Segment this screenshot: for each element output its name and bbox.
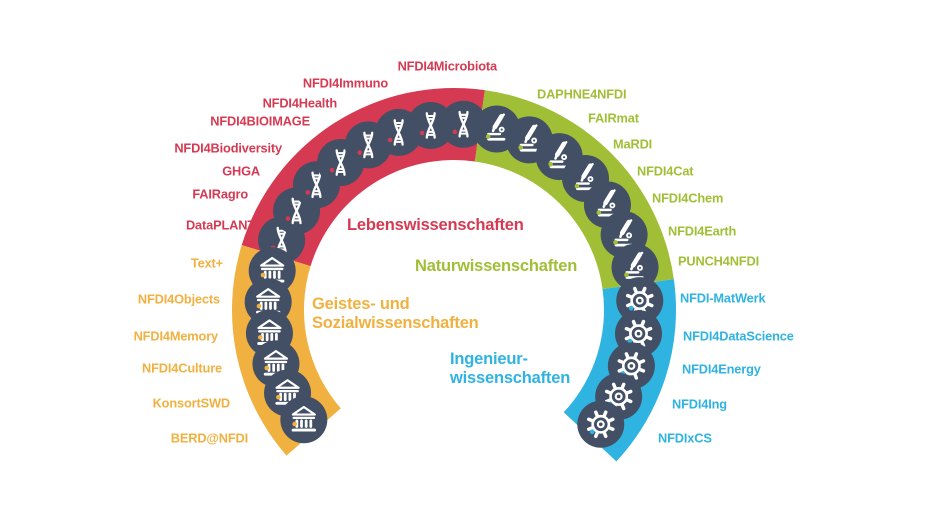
dna-icon: [393, 119, 404, 146]
accent-dot: [257, 335, 263, 340]
consortium-label-nfdi4immuno: NFDI4Immuno: [302, 75, 388, 91]
consortium-label-nfdixcs: NFDIxCS: [658, 430, 712, 446]
dna-icon: [335, 149, 346, 176]
gear-icon: [624, 319, 653, 348]
gear-icon: [604, 382, 633, 411]
bank-icon: [291, 405, 317, 432]
consortium-label-nfdi4energy: NFDI4Energy: [682, 361, 761, 377]
accent-dot: [452, 129, 458, 135]
consortium-label-konsortswd: KonsortSWD: [152, 395, 231, 411]
accent-dot: [518, 145, 523, 150]
consortium-label-nfdi4biodiversity: NFDI4Biodiversity: [174, 140, 282, 156]
accent-dot: [329, 167, 335, 173]
microscope-icon: [487, 113, 506, 141]
accent-dot: [387, 137, 393, 143]
consortium-label-ghga: GHGA: [222, 163, 260, 179]
segment-title-geistes: Geistes- und Sozialwissenschaften: [312, 295, 479, 332]
accent-dot: [596, 210, 602, 215]
accent-dot: [613, 240, 618, 245]
consortium-label-nfdi4health: NFDI4Health: [262, 95, 338, 111]
dna-icon: [425, 112, 436, 139]
microscope-icon: [575, 162, 595, 191]
accent-dot: [628, 305, 634, 311]
consortium-label-fairagro: FAIRagro: [192, 186, 248, 202]
accent-dot: [264, 365, 270, 371]
consortium-icon-nfdi4immuno: [407, 101, 455, 149]
accent-dot: [357, 150, 362, 155]
accent-dot: [574, 183, 580, 189]
gear-icon: [586, 410, 615, 439]
microscope-icon: [519, 124, 538, 152]
segment-title-leben: Lebenswissenschaften: [347, 216, 524, 234]
consortium-label-mardi: MaRDI: [613, 136, 653, 152]
consortium-label-punch4nfdi: PUNCH4NFDI: [678, 253, 759, 269]
accent-dot: [419, 130, 425, 136]
icon-circle: [616, 277, 664, 325]
consortium-label-nfdi4ing: NFDI4Ing: [672, 396, 727, 412]
accent-dot: [627, 338, 633, 344]
accent-dot: [292, 421, 297, 427]
consortium-label-nfdi4bioimage: NFDI4BIOIMAGE: [210, 113, 310, 129]
accent-dot: [548, 161, 553, 167]
icon-circle: [577, 400, 625, 448]
consortium-label-nfdi4culture: NFDI4Culture: [142, 360, 222, 376]
accent-dot: [485, 134, 491, 139]
consortium-label-nfdi-matwerk: NFDI-MatWerk: [680, 290, 766, 306]
consortium-label-nfdi4memory: NFDI4Memory: [133, 328, 219, 344]
icon-circle: [280, 396, 328, 444]
accent-dot: [589, 429, 595, 435]
consortium-icon-nfdixcs: [577, 400, 625, 448]
consortium-icon-berd-nfdi: [280, 396, 328, 444]
accent-dot: [276, 394, 281, 400]
consortium-label-nfdi4cat: NFDI4Cat: [637, 163, 694, 179]
bank-icon: [257, 319, 282, 345]
accent-dot: [624, 272, 629, 278]
consortium-label-nfdi4microbiota: NFDI4Microbiota: [397, 58, 498, 74]
microscope-icon: [549, 141, 568, 169]
consortium-label-nfdi4earth: NFDI4Earth: [668, 223, 737, 239]
segment-title-ingenieur: Ingenieur- wissenschaften: [450, 350, 571, 387]
segment-title-natur: Naturwissenschaften: [415, 257, 578, 275]
dna-icon: [363, 131, 374, 159]
dna-icon: [311, 171, 322, 199]
consortium-label-fairmat: FAIRmat: [588, 110, 639, 126]
consortium-label-daphne4nfdi: DAPHNE4NFDI: [537, 86, 627, 102]
accent-dot: [285, 216, 291, 221]
accent-dot: [260, 272, 266, 278]
consortium-label-dataplant: DataPLANT: [185, 217, 255, 233]
accent-dot: [256, 303, 262, 309]
consortium-label-berd-nfdi: BERD@NFDI: [170, 430, 248, 446]
consortium-label-nfdi4datascience: NFDI4DataScience: [683, 328, 794, 344]
dna-icon: [458, 110, 469, 138]
consortium-label-text: Text+: [190, 255, 223, 271]
accent-dot: [305, 190, 311, 195]
consortium-label-nfdi4chem: NFDI4Chem: [652, 190, 724, 206]
consortium-label-nfdi4objects: NFDI4Objects: [137, 291, 220, 307]
